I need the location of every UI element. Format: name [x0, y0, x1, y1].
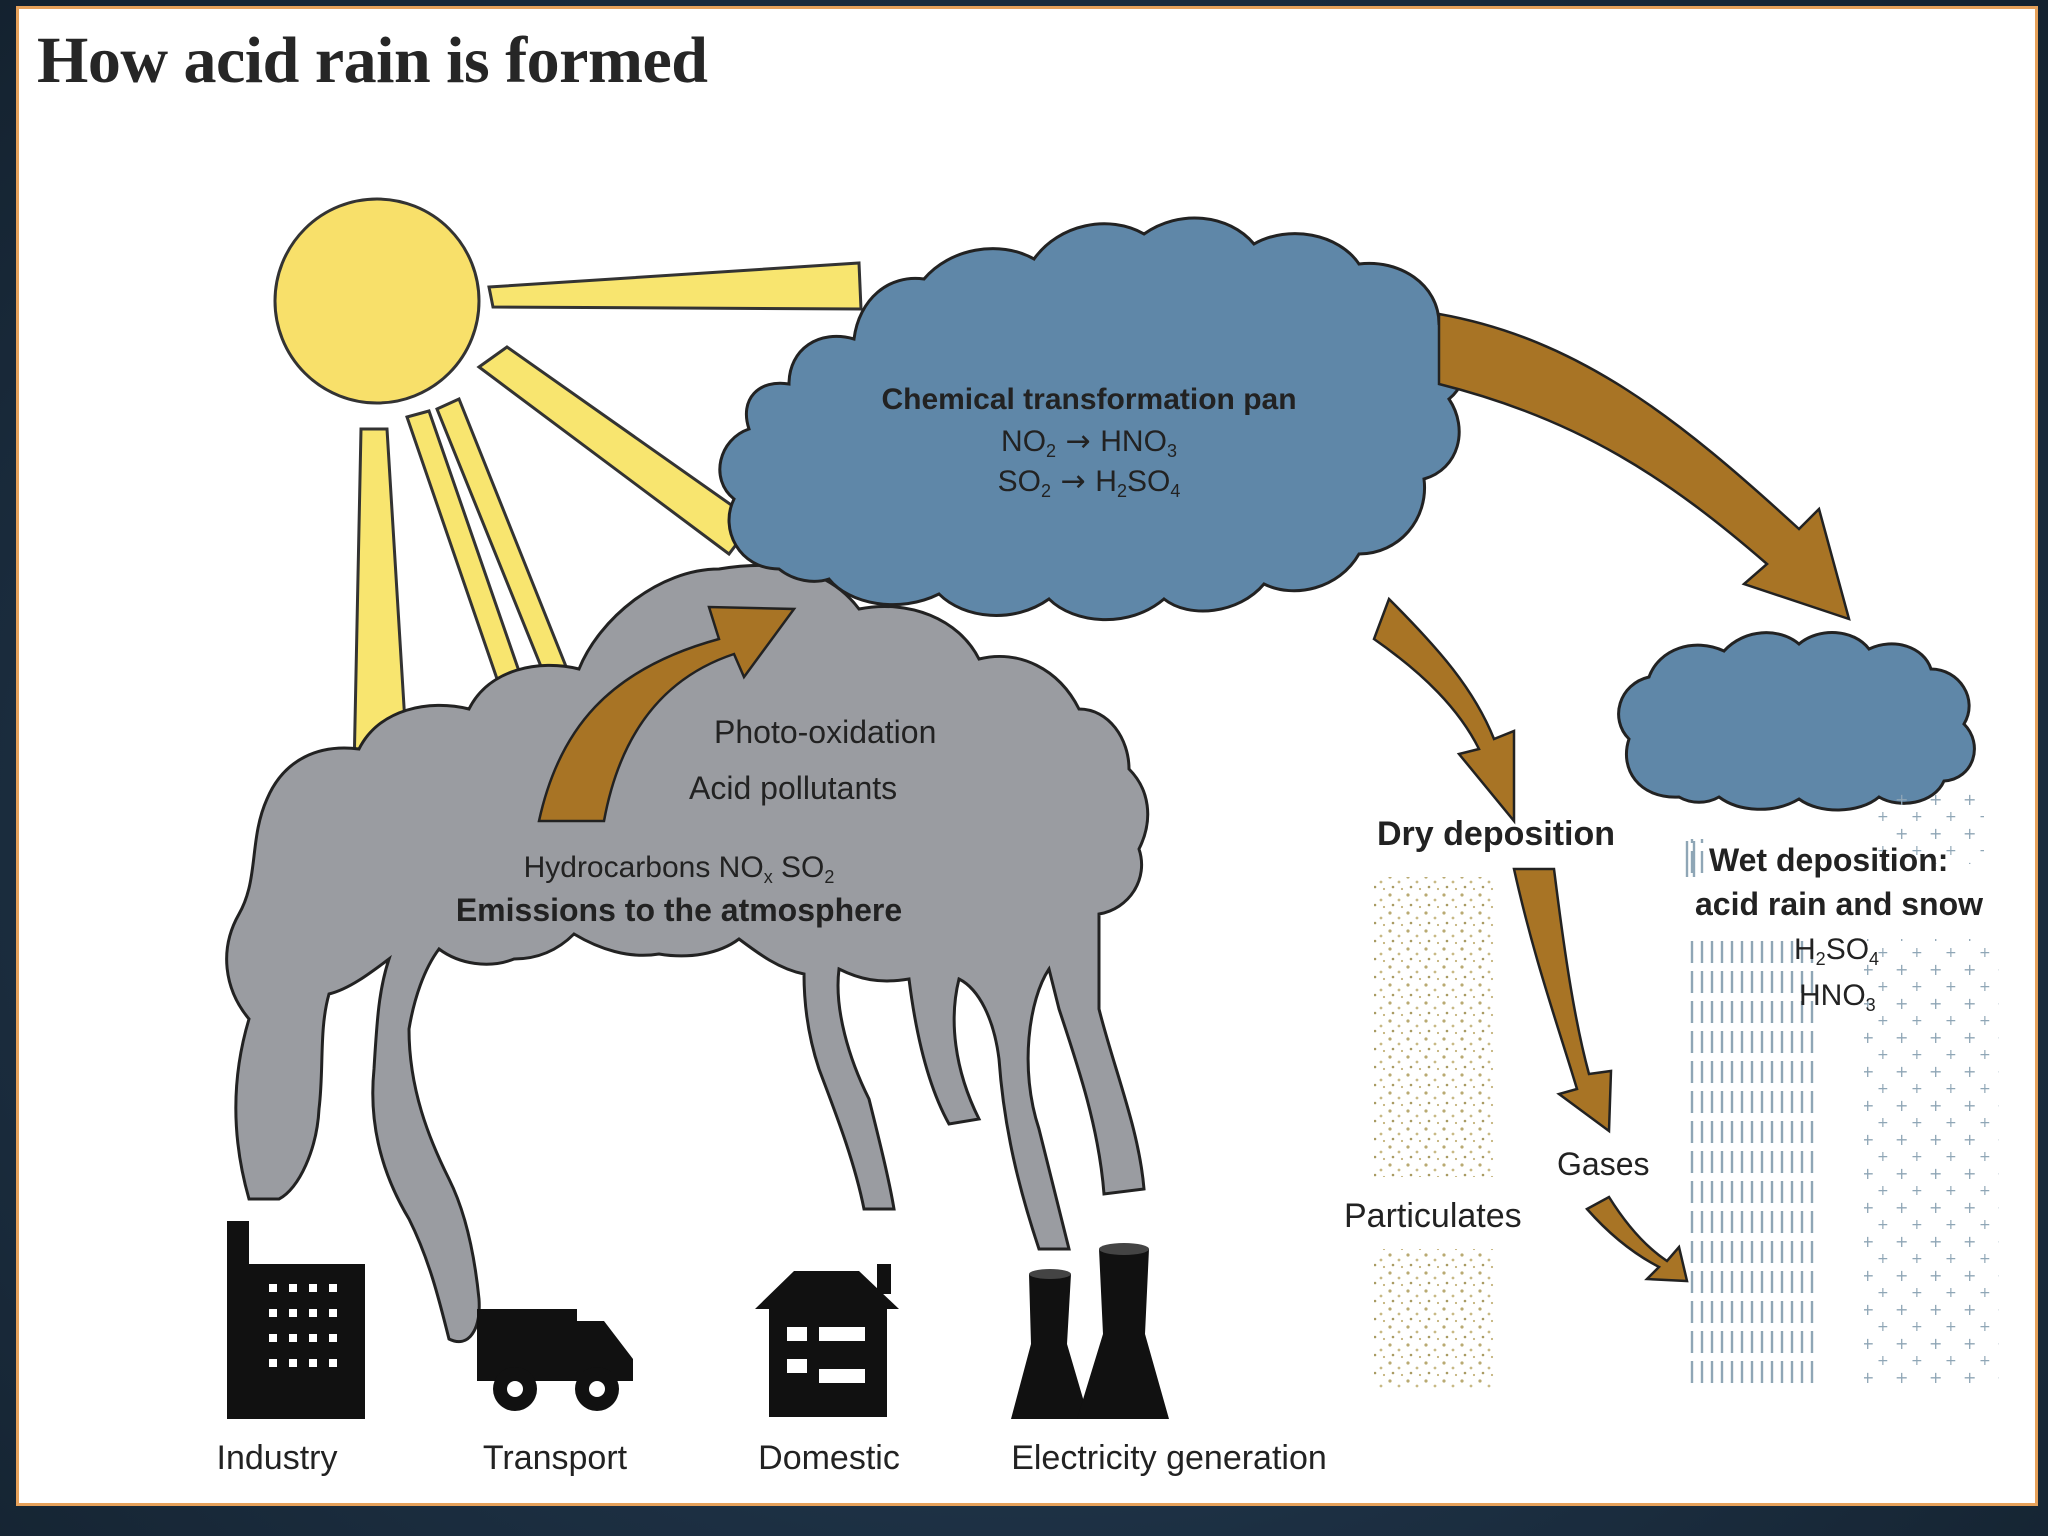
reaction-arrow-icon: →	[1056, 424, 1100, 459]
gases-to-wet-arrow	[1585, 1195, 1689, 1283]
sun-ray-diagonal-1	[476, 345, 757, 557]
dry-particulates-upper	[1374, 877, 1494, 1177]
house-icon	[755, 1264, 899, 1417]
wet-deposition-cloud	[1617, 631, 1976, 812]
slide: How acid rain is formed + +	[16, 6, 2038, 1506]
transport-label: Transport	[483, 1439, 628, 1477]
reaction-so2-from: SO	[998, 465, 1041, 498]
reaction-sox-label: SO2 → H2SO4	[998, 464, 1181, 501]
chemical-transformation-cloud	[718, 216, 1467, 622]
wet-hno3-label: HNO3	[1799, 979, 1876, 1015]
photo-oxidation-label: Photo-oxidation	[714, 714, 936, 750]
upper-cloud-to-dry-arrow	[1372, 596, 1516, 825]
reaction-no2-to: HNO	[1100, 425, 1167, 458]
wet-hno3-text: HNO	[1799, 979, 1866, 1012]
wet-h2so4-h: H	[1794, 933, 1816, 966]
sun	[273, 197, 481, 405]
industry-label: Industry	[217, 1439, 338, 1477]
reaction-so2-to: H	[1095, 465, 1117, 498]
hydrocarbons-so: SO	[773, 851, 825, 884]
wet-deposition-label-line2: acid rain and snow	[1695, 886, 1983, 922]
hydrocarbons-text: Hydrocarbons NO	[524, 851, 764, 884]
emissions-label: Emissions to the atmosphere	[456, 892, 902, 928]
truck-icon	[477, 1309, 633, 1411]
upper-cloud-to-wet-arrow	[1437, 312, 1851, 621]
wet-snow-top	[1874, 794, 1984, 864]
power-plant-icon	[1011, 1243, 1169, 1419]
wet-rain-left	[1684, 934, 1814, 1389]
hydrocarbons-sub-x: x	[764, 867, 773, 887]
reaction-nox-label: NO2 → HNO3	[1001, 424, 1177, 461]
wet-h2so4-rest: SO	[1826, 933, 1869, 966]
dry-to-gases-arrow	[1512, 867, 1613, 1134]
reaction-no2-from-sub: 2	[1046, 441, 1056, 461]
dry-particulates-lower	[1374, 1249, 1494, 1389]
arrows	[537, 312, 1851, 1283]
reaction-arrow-icon: →	[1051, 464, 1095, 499]
hydrocarbons-sub-2: 2	[824, 867, 834, 887]
reaction-so2-to-sub: 2	[1117, 481, 1127, 501]
sun-ray-top	[487, 261, 863, 311]
reaction-so2-to-rest-sub: 4	[1170, 481, 1180, 501]
gases-label: Gases	[1557, 1146, 1649, 1182]
wet-h2so4-sub2: 4	[1869, 949, 1879, 969]
wet-deposition-label-line1: Wet deposition:	[1709, 842, 1948, 878]
photo-oxidation-arrow	[537, 605, 797, 823]
hydrocarbons-label: Hydrocarbons NOx SO2	[524, 851, 835, 887]
dry-deposition-label: Dry deposition	[1377, 815, 1615, 853]
acid-pollutants-label: Acid pollutants	[689, 770, 897, 806]
acid-rain-diagram: + +	[217, 197, 1999, 1477]
electricity-generation-label: Electricity generation	[1011, 1439, 1327, 1477]
reaction-so2-from-sub: 2	[1041, 481, 1051, 501]
reaction-so2-to-rest: SO	[1127, 465, 1170, 498]
emission-cloud	[225, 563, 1150, 1343]
reaction-no2-from: NO	[1001, 425, 1046, 458]
wet-snow-right	[1864, 939, 1999, 1389]
industry-icon	[227, 1221, 365, 1419]
wet-h2so4-label: H2SO4	[1794, 933, 1879, 969]
wet-h2so4-sub1: 2	[1816, 949, 1826, 969]
diagram-title: How acid rain is formed	[37, 24, 708, 97]
domestic-label: Domestic	[758, 1439, 900, 1477]
reaction-no2-to-sub: 3	[1167, 441, 1177, 461]
particulates-label: Particulates	[1344, 1197, 1522, 1235]
wet-hno3-sub: 3	[1866, 995, 1876, 1015]
cloud-title-label: Chemical transformation pan	[881, 383, 1296, 416]
